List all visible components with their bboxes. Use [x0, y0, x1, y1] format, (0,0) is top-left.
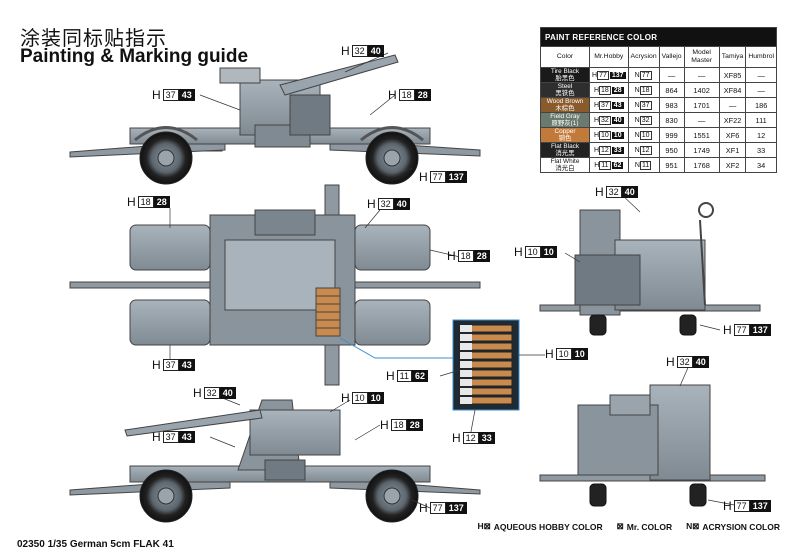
header-humbrol: Humbrol	[745, 46, 777, 68]
front-view	[539, 202, 761, 336]
page-title: Painting & Marking guide	[20, 46, 249, 67]
side-view-top	[69, 54, 481, 185]
color-name-cn: 铜色	[558, 135, 572, 142]
color-name-cn: 黑铁色	[555, 90, 575, 97]
legend-aqueous: H⊠AQUEOUS HOBBY COLOR	[477, 521, 603, 532]
color-name: Wood Brown	[546, 98, 584, 105]
paint-table-caption: PAINT REFERENCE COLOR	[540, 27, 777, 47]
color-legend: H⊠AQUEOUS HOBBY COLOR ⊠Mr. COLOR N⊠ACRYS…	[477, 521, 780, 532]
header-acrysion: Acrysion	[627, 46, 660, 68]
side-view-bottom	[69, 399, 481, 523]
legend-mr-color: ⊠Mr. COLOR	[616, 521, 673, 532]
color-name-cn: 消光白	[555, 165, 575, 172]
kit-footer: 02350 1/35 German 5cm FLAK 41	[17, 539, 174, 550]
header-tamiya: Tamiya	[718, 46, 747, 68]
humbrol-code: 34	[745, 157, 777, 173]
color-name-cn: 消光黑	[555, 150, 575, 157]
model-master-code: 1768	[683, 157, 720, 173]
color-name: Flat White	[550, 158, 580, 165]
legend-acrysion: N⊠ACRYSION COLOR	[686, 521, 780, 532]
color-name: Tire Black	[550, 68, 580, 75]
header-mrhobby: Mr.Hobby	[589, 46, 629, 68]
header-model-master: Model Master	[683, 46, 720, 68]
color-name: Copper	[554, 128, 576, 135]
color-name-cn: 原野灰(1)	[551, 120, 579, 127]
ammo-detail	[452, 319, 520, 411]
rear-view	[539, 384, 766, 507]
color-name-cn: 木棕色	[555, 105, 575, 112]
paint-reference-table: PAINT REFERENCE COLOR Color Mr.Hobby Acr…	[540, 27, 777, 173]
color-name: Steel	[557, 83, 573, 90]
header-vallejo: Vallejo	[658, 46, 685, 68]
page-title-chinese: 涂装同标贴指示	[20, 26, 167, 50]
header-color: Color	[540, 46, 590, 68]
color-name-cn: 胎黑色	[555, 75, 575, 82]
top-view	[69, 184, 481, 410]
color-name: Field Gray	[550, 113, 580, 120]
color-name: Flat Black	[550, 143, 580, 150]
